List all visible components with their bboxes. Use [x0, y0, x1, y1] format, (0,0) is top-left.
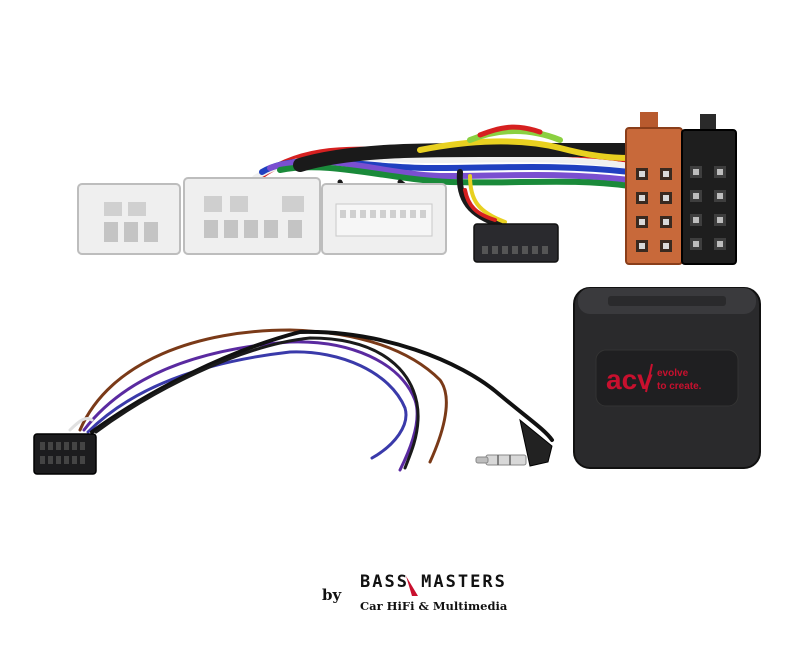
iso-wiring-harness: [77, 112, 737, 265]
white-connector-right: [321, 183, 447, 255]
steering-interface-cable: [33, 328, 554, 475]
acv-interface-module: acv evolve to create.: [573, 287, 761, 469]
interface-wires: [68, 328, 554, 472]
footer-by-label: by: [322, 586, 342, 604]
iso-black-connector: [681, 114, 737, 265]
sixteen-pin-connector: [33, 433, 97, 475]
acv-slogan-line2: to create.: [657, 381, 702, 392]
footer-tagline: Car HiFi & Multimedia: [360, 599, 508, 613]
audio-jack-plug: [475, 418, 553, 467]
acv-slogan-line1: evolve: [657, 368, 689, 379]
acv-logo: acv: [606, 364, 653, 395]
footer-brand-name: BASS MASTERS: [360, 572, 507, 592]
white-connector-left: [77, 183, 181, 255]
bass-masters-logo-mark: [406, 576, 418, 596]
black-ribbon-connector: [473, 223, 559, 263]
white-connector-middle: [183, 177, 321, 255]
iso-orange-connector: [625, 112, 683, 265]
harness-wires: [247, 124, 637, 228]
